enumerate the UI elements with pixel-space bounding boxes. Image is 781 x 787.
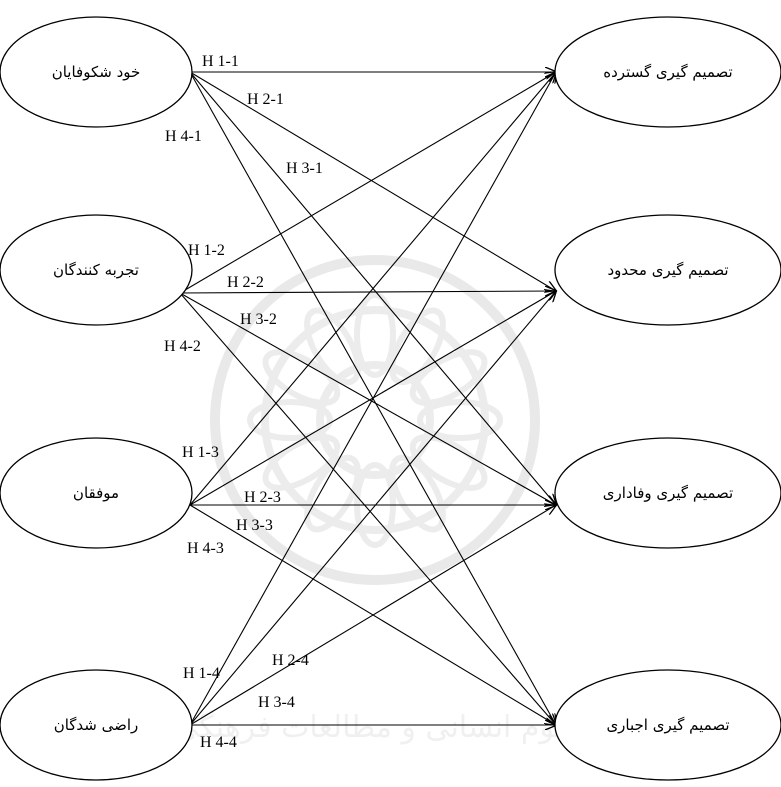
target-label: تصمیم گیری محدود — [607, 261, 728, 279]
edge-label-s4-t2: H 2-4 — [272, 652, 309, 669]
target-ellipse — [554, 214, 781, 326]
edge-label-s1-t2: H 2-1 — [247, 91, 284, 108]
source-node-s2: تجربه کنندگان — [0, 214, 193, 326]
edge-label-s1-t1: H 1-1 — [202, 53, 239, 70]
target-label: تصمیم گیری گسترده — [603, 63, 732, 81]
edge-s4-t1 — [189, 72, 556, 726]
edge-label-s3-t4: H 4-3 — [187, 540, 224, 557]
target-ellipse — [554, 16, 781, 128]
target-node-t4: تصمیم گیری اجباری — [554, 669, 781, 781]
target-ellipse — [554, 669, 781, 781]
edge-s3-t1 — [189, 72, 556, 506]
edge-label-s2-t2: H 2-2 — [227, 274, 264, 291]
watermark-petal — [389, 307, 446, 386]
target-node-t2: تصمیم گیری محدود — [554, 214, 781, 326]
edge-label-s4-t1: H 1-4 — [183, 665, 220, 682]
watermark-petal — [409, 349, 488, 406]
edge-s1-t2 — [189, 71, 556, 291]
target-label: تصمیم گیری وفاداری — [603, 484, 733, 502]
edge-s2-t1 — [179, 72, 556, 294]
nodes-layer: خود شکوفایان تجربه کنندگان موفقان راضی شدگا… — [0, 16, 781, 781]
edges-layer — [179, 71, 556, 726]
watermark-petal — [354, 292, 396, 378]
target-node-t1: تصمیم گیری گسترده — [554, 16, 781, 128]
source-label: خود شکوفایان — [52, 63, 141, 81]
edge-s2-t3 — [179, 292, 556, 505]
watermark-petal — [389, 454, 446, 533]
source-label: موفقان — [73, 484, 119, 502]
watermark-petal — [247, 399, 333, 441]
target-label: تصمیم گیری اجباری — [606, 716, 729, 734]
edge-label-s3-t2: H 2-3 — [244, 489, 281, 506]
target-node-t3: تصمیم گیری وفاداری — [554, 437, 781, 549]
source-ellipse — [0, 214, 193, 326]
source-ellipse — [0, 437, 193, 549]
watermark-rosette-icon — [210, 255, 540, 585]
source-node-s1: خود شکوفایان — [0, 16, 193, 128]
edge-s2-t2 — [179, 291, 556, 293]
source-ellipse — [0, 669, 193, 781]
source-label: تجربه کنندگان — [53, 261, 139, 279]
source-ellipse — [0, 16, 193, 128]
edge-label-s4-t4: H 4-4 — [200, 734, 237, 751]
edge-label-s2-t3: H 3-2 — [240, 311, 277, 328]
edge-label-s1-t3: H 3-1 — [286, 160, 323, 177]
watermark-petal — [417, 399, 503, 441]
edge-label-s2-t4: H 4-2 — [164, 338, 201, 355]
edge-s4-t2 — [189, 291, 556, 726]
edge-label-s2-t1: H 1-2 — [188, 242, 225, 259]
edge-label-s3-t3: H 3-3 — [236, 517, 273, 534]
watermark-petal — [262, 434, 341, 491]
source-label: راضی شدگان — [54, 716, 139, 734]
edge-s4-t3 — [189, 505, 556, 726]
watermark-petal — [409, 434, 488, 491]
source-node-s4: راضی شدگان — [0, 669, 193, 781]
source-node-s3: موفقان — [0, 437, 193, 549]
watermark-petal — [304, 454, 361, 533]
edge-label-s3-t1: H 1-3 — [182, 444, 219, 461]
edge-labels-layer: H 1-1 H 2-1 H 3-1 H 4-1 H 1-2H 2-2 H 3-2 H 4-2… — [164, 53, 323, 751]
target-ellipse — [554, 437, 781, 549]
edge-label-s4-t3: H 3-4 — [258, 694, 295, 711]
edge-s2-t4 — [179, 292, 556, 725]
edge-label-s1-t4: H 4-1 — [165, 128, 202, 145]
